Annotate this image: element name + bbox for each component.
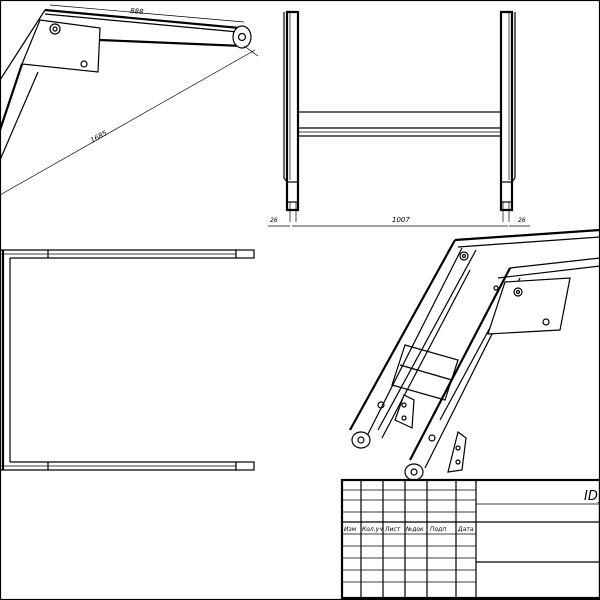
side-view: 888 1685 xyxy=(0,4,259,196)
isometric-view xyxy=(349,228,600,481)
dim-line-1685 xyxy=(0,49,256,196)
tb-header-podp: Подп xyxy=(430,526,446,533)
cross-beam xyxy=(297,111,502,137)
upper-arm-tip xyxy=(235,249,255,259)
iso-mount-plate xyxy=(487,277,571,335)
title-block: Изм Кол.уч Лист №док Подп Дата ID_ xyxy=(340,478,600,600)
dim-888-label: 888 xyxy=(130,7,145,16)
dim-1007-label: 1007 xyxy=(392,216,410,224)
iso-pivot-rear xyxy=(404,463,424,481)
plan-view xyxy=(0,249,255,471)
end-pivot xyxy=(232,25,252,49)
lower-arm-tip xyxy=(235,461,255,471)
tb-header-koluch: Кол.уч xyxy=(362,526,383,533)
dim-26-right-label: 26 xyxy=(518,217,526,224)
mounting-plate xyxy=(21,19,101,73)
dim-1685-label: 1685 xyxy=(89,129,109,145)
tb-header-data: Дата xyxy=(457,526,474,533)
tb-designation: ID_ xyxy=(584,489,600,504)
dim-line-888 xyxy=(49,4,245,23)
dim-26-left-label: 26 xyxy=(270,217,278,224)
iso-pivot-front xyxy=(351,431,371,449)
tb-header-izm: Изм xyxy=(344,526,357,533)
front-view: 1007 26 26 xyxy=(268,10,530,227)
tb-header-list: Лист xyxy=(384,526,401,533)
tb-header-ndok: №док xyxy=(405,526,424,533)
pivot-hole xyxy=(49,23,61,35)
